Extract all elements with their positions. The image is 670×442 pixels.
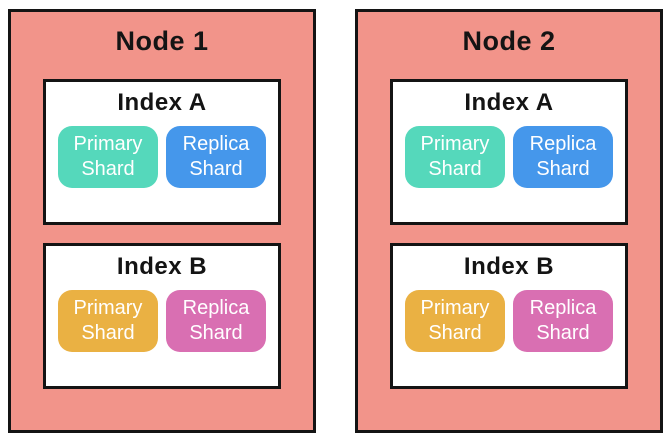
node-1-index-a-title: Index A <box>117 89 207 116</box>
node-2-index-b-box: Index B Primary Shard Replica Shard <box>390 243 628 389</box>
node-2-index-b-replica-shard: Replica Shard <box>513 290 613 352</box>
node-1-index-b-primary-shard: Primary Shard <box>58 290 158 352</box>
node-2-index-a-shards: Primary Shard Replica Shard <box>405 126 613 188</box>
node-2-container: Node 2 Index A Primary Shard Replica Sha… <box>355 9 663 433</box>
node-2-index-a-primary-shard: Primary Shard <box>405 126 505 188</box>
node-1-index-b-box: Index B Primary Shard Replica Shard <box>43 243 281 389</box>
node-2-title: Node 2 <box>462 26 556 56</box>
node-1-container: Node 1 Index A Primary Shard Replica Sha… <box>8 9 316 433</box>
node-1-index-b-replica-shard: Replica Shard <box>166 290 266 352</box>
node-2-index-a-replica-shard: Replica Shard <box>513 126 613 188</box>
node-1-index-a-shards: Primary Shard Replica Shard <box>58 126 266 188</box>
node-1-index-b-title: Index B <box>116 253 208 280</box>
node-1-index-a-box: Index A Primary Shard Replica Shard <box>43 79 281 225</box>
node-1-index-b-shards: Primary Shard Replica Shard <box>58 290 266 352</box>
node-2-index-a-title: Index A <box>464 89 554 116</box>
node-1-index-a-primary-shard: Primary Shard <box>58 126 158 188</box>
node-2-index-a-box: Index A Primary Shard Replica Shard <box>390 79 628 225</box>
node-2-index-b-title: Index B <box>463 253 555 280</box>
node-2-index-b-primary-shard: Primary Shard <box>405 290 505 352</box>
node-1-index-a-replica-shard: Replica Shard <box>166 126 266 188</box>
node-1-title: Node 1 <box>115 26 209 56</box>
node-2-index-b-shards: Primary Shard Replica Shard <box>405 290 613 352</box>
